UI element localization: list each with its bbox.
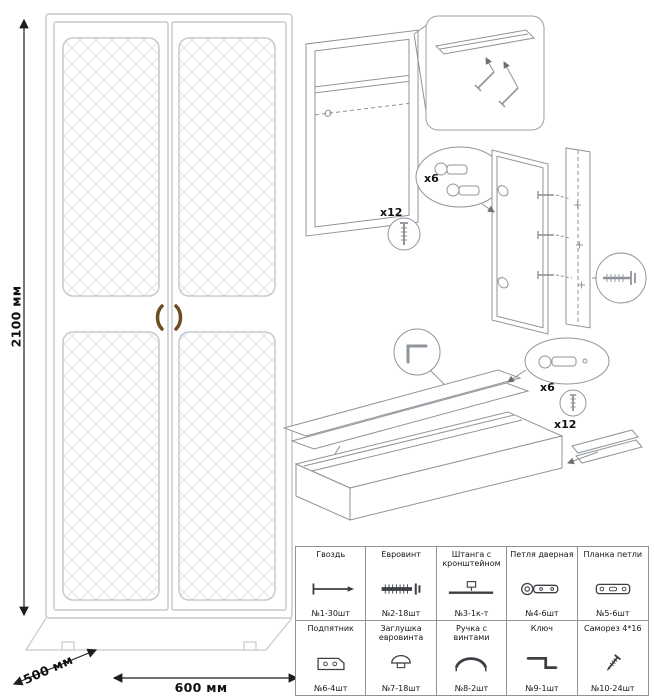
height-dimension-label: 2100 мм <box>8 285 24 348</box>
euroscrew-icon <box>381 582 421 595</box>
hinge-callout-bottom <box>507 337 610 417</box>
part-title: Ключ <box>530 624 554 633</box>
assembly-diagrams <box>282 15 647 521</box>
foot-glide-icon <box>317 657 345 671</box>
hinge-plate-icon <box>595 583 631 594</box>
part-cell-nail: Гвоздь №1-30шт <box>296 547 367 621</box>
side-panel-diagram <box>537 147 591 329</box>
rail-detail-callout <box>425 15 545 131</box>
part-cell-door-hinge: Петля дверная №4-6шт <box>507 547 578 621</box>
euroscrew-callout-right <box>592 252 647 304</box>
part-cell-key: Ключ №9-1шт <box>507 621 578 695</box>
part-qty: №3-1к-т <box>454 609 489 618</box>
screws-callout-top <box>387 217 421 251</box>
width-dimension-label: 600 мм <box>174 680 228 695</box>
part-cell-foot-glide: Подпятник №6-4шт <box>296 621 367 695</box>
door-diagram <box>491 149 549 335</box>
part-title: Петля дверная <box>510 550 574 559</box>
rod-with-bracket-icon <box>449 580 494 594</box>
door-hinge-icon <box>520 582 559 595</box>
self-tapping-screw-icon <box>606 654 621 672</box>
dimension-arrows <box>12 18 299 686</box>
hex-key-icon <box>526 657 558 669</box>
door-handles <box>155 304 183 331</box>
part-title: Ручка с винтами <box>453 624 490 643</box>
part-qty: №1-30шт <box>311 609 350 618</box>
key-callout <box>393 328 451 391</box>
part-cell-handle: Ручка с винтами №8-2шт <box>436 621 508 695</box>
part-title: Планка петли <box>583 550 643 559</box>
bottom-screws-count: x12 <box>554 418 577 431</box>
part-title: Заглушка евровинта <box>378 624 424 643</box>
handle-with-screws-icon <box>455 657 488 672</box>
part-qty: №4-6шт <box>525 609 559 618</box>
part-title: Подпятник <box>307 624 354 633</box>
part-cell-euroscrew: Евровинт №2-18шт <box>366 547 437 621</box>
assembled-box <box>294 411 564 521</box>
carcass-diagram <box>305 29 419 237</box>
top-screws-count: x12 <box>380 206 403 219</box>
part-title: Саморез 4*16 <box>584 624 642 633</box>
part-cell-screw-cap: Заглушка евровинта №7-18шт <box>366 621 437 695</box>
part-qty: №9-1шт <box>525 684 559 693</box>
wardrobe-front-view <box>45 13 293 619</box>
nail-icon <box>312 582 354 595</box>
part-qty: №5-6шт <box>596 609 630 618</box>
part-title: Штанга с кронштейном <box>442 550 501 569</box>
insert-panels <box>567 429 643 465</box>
screw-cap-icon <box>391 655 411 669</box>
part-qty: №10-24шт <box>591 684 635 693</box>
part-qty: №8-2шт <box>454 684 489 693</box>
part-title: Евровинт <box>381 550 421 559</box>
parts-table: Гвоздь №1-30шт Евровинт №2-18шт Штанга с… <box>295 546 649 696</box>
part-title: Гвоздь <box>316 550 346 559</box>
wardrobe-base <box>24 617 293 651</box>
part-cell-rod: Штанга с кронштейном №3-1к-т <box>436 547 508 621</box>
part-cell-self-tapping-screw: Саморез 4*16 №10-24шт <box>577 621 648 695</box>
flat-panels <box>282 369 530 450</box>
part-cell-hinge-plate: Планка петли №5-6шт <box>577 547 648 621</box>
part-qty: №7-18шт <box>381 684 421 693</box>
bottom-hinges-count: x6 <box>540 381 555 394</box>
top-hinges-count: x6 <box>424 172 439 185</box>
part-qty: №6-4шт <box>314 684 348 693</box>
part-qty: №2-18шт <box>381 609 421 618</box>
